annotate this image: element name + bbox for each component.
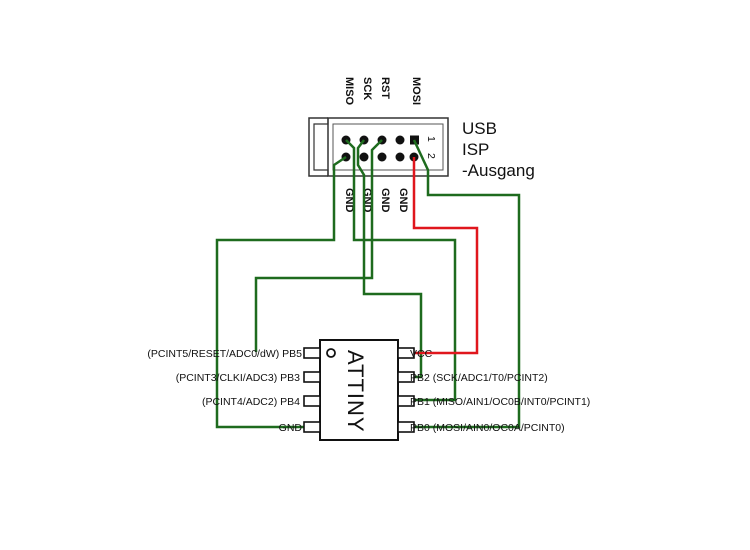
label-gnd-3: GND bbox=[379, 188, 391, 213]
isp-header: 1 2 MISO SCK RST MOSI GND GND GND GND bbox=[308, 77, 449, 213]
pin-label-pb0: PB0 (MOSI/AIN0/OC0A/PCINT0) bbox=[410, 422, 565, 434]
label-gnd-4: GND bbox=[397, 188, 409, 213]
pin-label-pb4: (PCINT4/ADC2) PB4 bbox=[202, 396, 300, 408]
pin-label-pb5: (PCINT5/RESET/ADC0/dW) PB5 bbox=[147, 348, 302, 360]
wire-miso bbox=[345, 139, 457, 402]
pin-number-1: 1 bbox=[425, 136, 437, 142]
label-miso: MISO bbox=[343, 77, 355, 106]
pin-label-gnd: GND bbox=[279, 422, 303, 434]
chip-pin-4 bbox=[303, 421, 321, 433]
header-pin-gnd-3 bbox=[377, 152, 387, 162]
pin-label-pb2: PB2 (SCK/ADC1/T0/PCINT2) bbox=[410, 372, 548, 384]
wires bbox=[215, 139, 521, 429]
chip-pin1-marker bbox=[326, 348, 336, 358]
wire-rst bbox=[254, 139, 383, 352]
chip-pin-3 bbox=[303, 395, 321, 407]
pin-label-vcc: VCC bbox=[410, 348, 433, 360]
pin-number-2: 2 bbox=[425, 153, 437, 159]
header-pin-nc bbox=[395, 135, 405, 145]
pin-label-pb3: (PCINT3/CLKI/ADC3) PB3 bbox=[176, 372, 300, 384]
label-sck: SCK bbox=[361, 77, 373, 100]
wire-sck bbox=[356, 139, 423, 379]
label-gnd-1: GND bbox=[343, 188, 355, 213]
chip-pin-8 bbox=[397, 347, 415, 359]
chip-pin-1 bbox=[303, 347, 321, 359]
wire-gnd bbox=[215, 155, 347, 429]
header-pin-gnd-4 bbox=[395, 152, 405, 162]
attiny-chip: ATTINY (PCINT5/RESET/ADC0/dW) PB5 (PCINT… bbox=[147, 339, 590, 441]
label-mosi: MOSI bbox=[410, 77, 422, 105]
header-inner bbox=[332, 123, 444, 171]
isp-label: ISP bbox=[462, 140, 489, 159]
label-rst: RST bbox=[379, 77, 391, 99]
chip-pin-6 bbox=[397, 395, 415, 407]
header-pin-gnd-2 bbox=[359, 152, 369, 162]
wire-vcc bbox=[404, 157, 479, 355]
usb-label: USB bbox=[462, 119, 497, 138]
chip-pin-5 bbox=[397, 421, 415, 433]
chip-pin-2 bbox=[303, 371, 321, 383]
chip-name: ATTINY bbox=[343, 350, 368, 433]
wire-mosi bbox=[404, 139, 521, 429]
ausgang-label: -Ausgang bbox=[462, 161, 535, 180]
header-housing bbox=[327, 117, 449, 177]
chip-pin-7 bbox=[397, 371, 415, 383]
pin-label-pb1: PB1 (MISO/AIN1/OC0B/INT0/PCINT1) bbox=[410, 396, 590, 408]
